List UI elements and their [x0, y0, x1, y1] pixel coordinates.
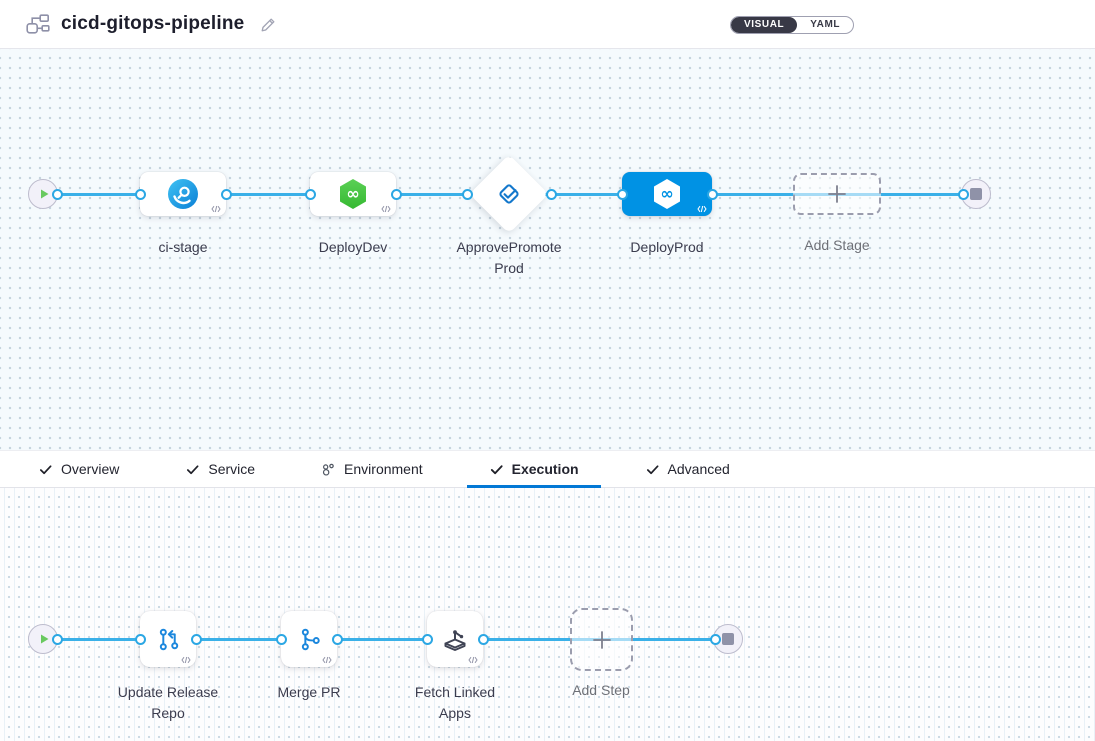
code-icon	[181, 656, 191, 664]
stage-node-deployprod[interactable]: ∞	[622, 172, 712, 216]
cd-hexagon-icon: ∞	[651, 178, 683, 210]
step-node-fetch-linked-apps[interactable]	[427, 611, 483, 667]
port[interactable]	[134, 633, 146, 645]
check-icon	[38, 462, 53, 477]
stage-label: DeployProd	[630, 239, 704, 255]
port[interactable]	[461, 188, 473, 200]
tab-service[interactable]: Service	[179, 451, 261, 487]
port[interactable]	[616, 188, 628, 200]
git-update-icon	[155, 626, 182, 653]
visual-yaml-toggle: VISUAL YAML	[730, 16, 855, 34]
port[interactable]	[275, 633, 287, 645]
add-step-button[interactable]	[570, 608, 633, 671]
port[interactable]	[190, 633, 202, 645]
svg-text:∞: ∞	[660, 184, 673, 203]
check-icon	[185, 462, 200, 477]
code-icon	[211, 205, 221, 213]
tab-advanced[interactable]: Advanced	[639, 451, 736, 487]
pipeline-start-node	[28, 179, 58, 209]
port[interactable]	[421, 633, 433, 645]
stage-node-ci-stage[interactable]	[140, 172, 226, 216]
step-node-merge-pr[interactable]	[281, 611, 337, 667]
header: cicd-gitops-pipeline VISUAL YAML	[0, 0, 1095, 49]
plus-icon	[826, 183, 848, 205]
tab-label: Service	[208, 461, 256, 477]
step-label: Merge PR	[277, 684, 341, 700]
code-icon	[697, 205, 707, 213]
stage-node-deploydev[interactable]: ∞	[310, 172, 396, 216]
port[interactable]	[709, 633, 721, 645]
fetch-linked-apps-icon	[441, 625, 469, 653]
tab-label: Advanced	[667, 461, 730, 477]
svg-text:∞: ∞	[346, 184, 359, 203]
pencil-icon	[259, 15, 278, 34]
step-label: Update Release Repo	[117, 684, 219, 721]
add-stage-label: Add Stage	[804, 237, 870, 253]
check-icon	[645, 462, 660, 477]
step-connector-line	[43, 638, 715, 641]
port[interactable]	[390, 188, 402, 200]
add-stage-button[interactable]	[793, 173, 881, 215]
code-icon	[322, 656, 332, 664]
execution-graph-canvas[interactable]: Update Release Repo Merge PR Fetch Linke…	[0, 488, 1095, 741]
tab-label: Execution	[511, 461, 579, 477]
pipeline-icon	[26, 13, 50, 35]
stop-icon	[970, 188, 982, 200]
git-branch-icon	[296, 626, 323, 653]
stop-icon	[722, 633, 734, 645]
tab-label: Environment	[344, 461, 423, 477]
port[interactable]	[477, 633, 489, 645]
stage-label: DeployDev	[318, 239, 388, 255]
tab-label: Overview	[61, 461, 120, 477]
header-left: cicd-gitops-pipeline	[26, 13, 278, 35]
check-icon	[489, 462, 504, 477]
port[interactable]	[134, 188, 146, 200]
port[interactable]	[51, 188, 63, 200]
stage-config-tabs: Overview Service Environment Execution A…	[0, 450, 1095, 488]
page-title: cicd-gitops-pipeline	[61, 13, 245, 34]
plus-icon	[591, 629, 613, 651]
stage-label: ApprovePromoteProd	[456, 239, 562, 276]
stage-graph-canvas[interactable]: ∞ ∞	[0, 49, 1095, 450]
visual-toggle-button[interactable]: VISUAL	[731, 17, 798, 33]
approval-icon	[494, 179, 524, 209]
environment-nodes-icon	[321, 462, 336, 477]
play-icon	[38, 633, 50, 645]
port[interactable]	[51, 633, 63, 645]
port[interactable]	[957, 188, 969, 200]
port[interactable]	[220, 188, 232, 200]
execution-start-node	[28, 624, 58, 654]
port[interactable]	[545, 188, 557, 200]
port[interactable]	[706, 188, 718, 200]
tab-execution[interactable]: Execution	[466, 451, 601, 488]
tab-overview[interactable]: Overview	[32, 451, 125, 487]
code-icon	[468, 656, 478, 664]
port[interactable]	[331, 633, 343, 645]
yaml-toggle-button[interactable]: YAML	[797, 17, 853, 33]
add-step-label: Add Step	[572, 682, 630, 698]
ci-build-icon	[168, 179, 198, 209]
step-node-update-release-repo[interactable]	[140, 611, 196, 667]
tab-environment[interactable]: Environment	[315, 451, 429, 487]
step-label: Fetch Linked Apps	[414, 684, 496, 721]
stage-label: ci-stage	[158, 239, 208, 255]
code-icon	[381, 205, 391, 213]
port[interactable]	[304, 188, 316, 200]
play-icon	[38, 188, 50, 200]
cd-hexagon-icon: ∞	[337, 178, 369, 210]
edit-pipeline-name-button[interactable]	[259, 15, 278, 34]
